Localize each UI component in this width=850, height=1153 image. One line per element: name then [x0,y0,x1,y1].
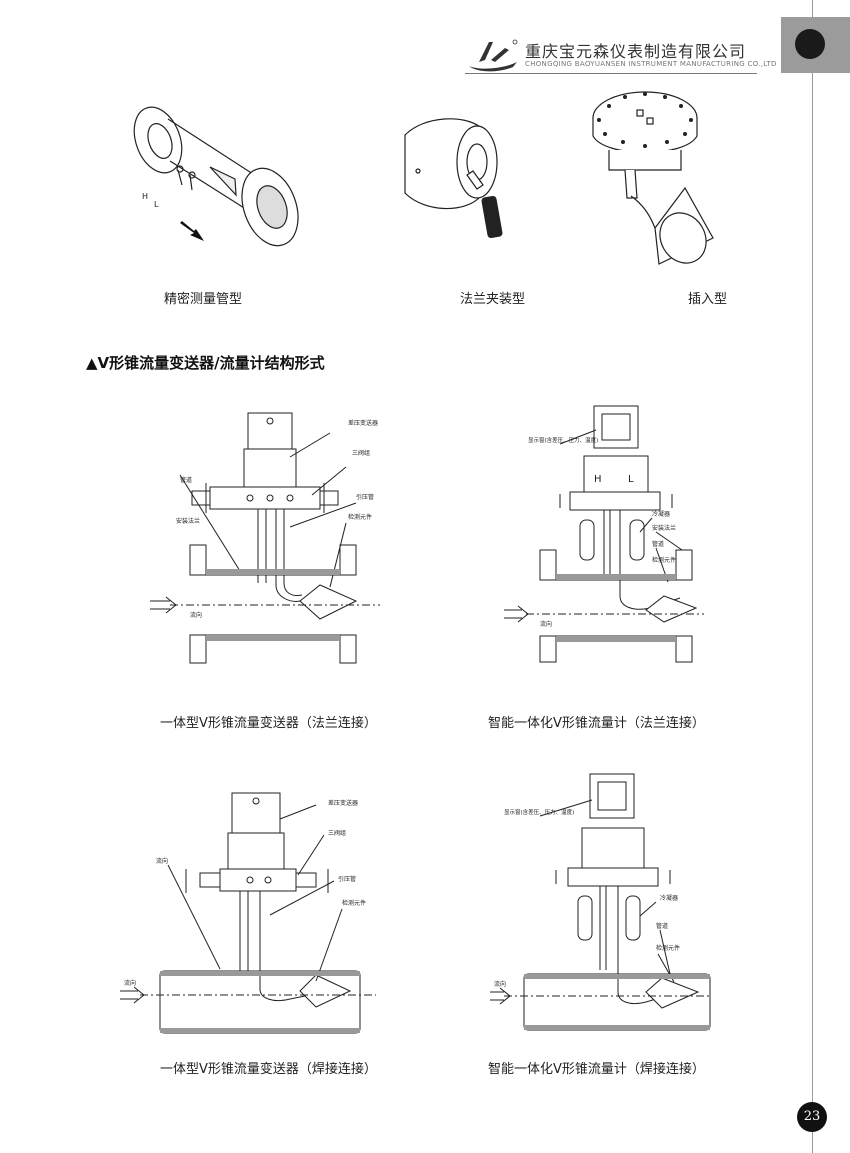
diagram2-flange-meter: 显示窗(含差压、压力、温度) H L 冷凝器 安装法兰 管道 检测元件 流向 [504,405,704,663]
fig1-caption: 精密测量管型 [164,292,243,307]
page-margin-line [812,0,813,1153]
d2-label-element: 检测元件 [652,556,676,564]
d4-label-pipe: 管道 [656,922,668,930]
d2-label-l: L [628,474,634,485]
d1-label-transmitter: 差压变送器 [348,419,378,427]
d1-label-flange: 安装法兰 [176,517,200,525]
diagram3-welded-transmitter: 差压变送器 三阀组 流向 引压管 检测元件 流向 [120,792,376,1034]
insertion-figure [592,91,714,265]
company-name-cn: 重庆宝元森仪表制造有限公司 [525,42,747,61]
company-name-en: CHONGQING BAOYUANSEN INSTRUMENT MANUFACT… [525,60,777,68]
section-title: ▲V形锥流量变送器/流量计结构形式 [86,354,325,372]
page-tab [781,17,850,73]
diagram1-flange-transmitter: 差压变送器 三阀组 管道 引压管 安装法兰 检测元件 流向 [150,412,380,664]
d1-label-pipe: 管道 [180,476,192,484]
d1-label-element: 检测元件 [348,513,372,521]
diagram2-caption: 智能一体化V形锥流量计（法兰连接） [488,716,705,731]
d3-label-transmitter: 差压变送器 [328,799,358,807]
d2-label-display: 显示窗(含差压、压力、温度) [528,436,598,444]
d4-label-condenser: 冷凝器 [660,894,678,902]
diagram4-welded-meter: 显示窗(含差压、压力、温度) 冷凝器 管道 检测元件 流向 [490,773,712,1031]
d1-label-valve: 三阀组 [352,449,370,457]
d1-label-impulse: 引压管 [356,493,374,501]
diagram3-caption: 一体型V形锥流量变送器（焊接连接） [160,1062,377,1077]
d4-label-flow: 流向 [494,980,506,988]
d4-label-display: 显示窗(含差压、压力、温度) [504,808,574,816]
tab-dot [795,29,825,59]
fig1-label-h: H [142,192,148,201]
fig2-caption: 法兰夹装型 [460,292,526,307]
header-rule [465,73,757,74]
d2-label-flow: 流向 [540,620,552,628]
precision-tube-figure: H L [133,106,299,247]
d2-label-pipe: 管道 [652,540,664,548]
diagram1-caption: 一体型V形锥流量变送器（法兰连接） [160,716,377,731]
d3-label-impulse: 引压管 [338,875,356,883]
diagram4-caption: 智能一体化V形锥流量计（焊接连接） [488,1062,705,1077]
company-logo-icon [469,39,518,72]
d3-label-valve: 三阀组 [328,829,346,837]
page-number: 23 [797,1102,827,1132]
fig1-label-l: L [154,200,159,209]
d3-label-flow: 流向 [124,979,136,987]
d4-label-element: 检测元件 [656,944,680,952]
d2-label-h: H [594,474,602,485]
d2-label-condenser: 冷凝器 [652,510,670,518]
flange-clamp-figure [404,118,503,239]
fig3-caption: 插入型 [688,292,728,307]
d2-label-flange: 安装法兰 [652,524,676,532]
company-header: 重庆宝元森仪表制造有限公司 CHONGQING BAOYUANSEN INSTR… [465,36,776,76]
d1-label-flow: 流向 [190,611,202,619]
d3-label-flow-dir: 流向 [156,857,168,865]
d3-label-element: 检测元件 [342,899,366,907]
